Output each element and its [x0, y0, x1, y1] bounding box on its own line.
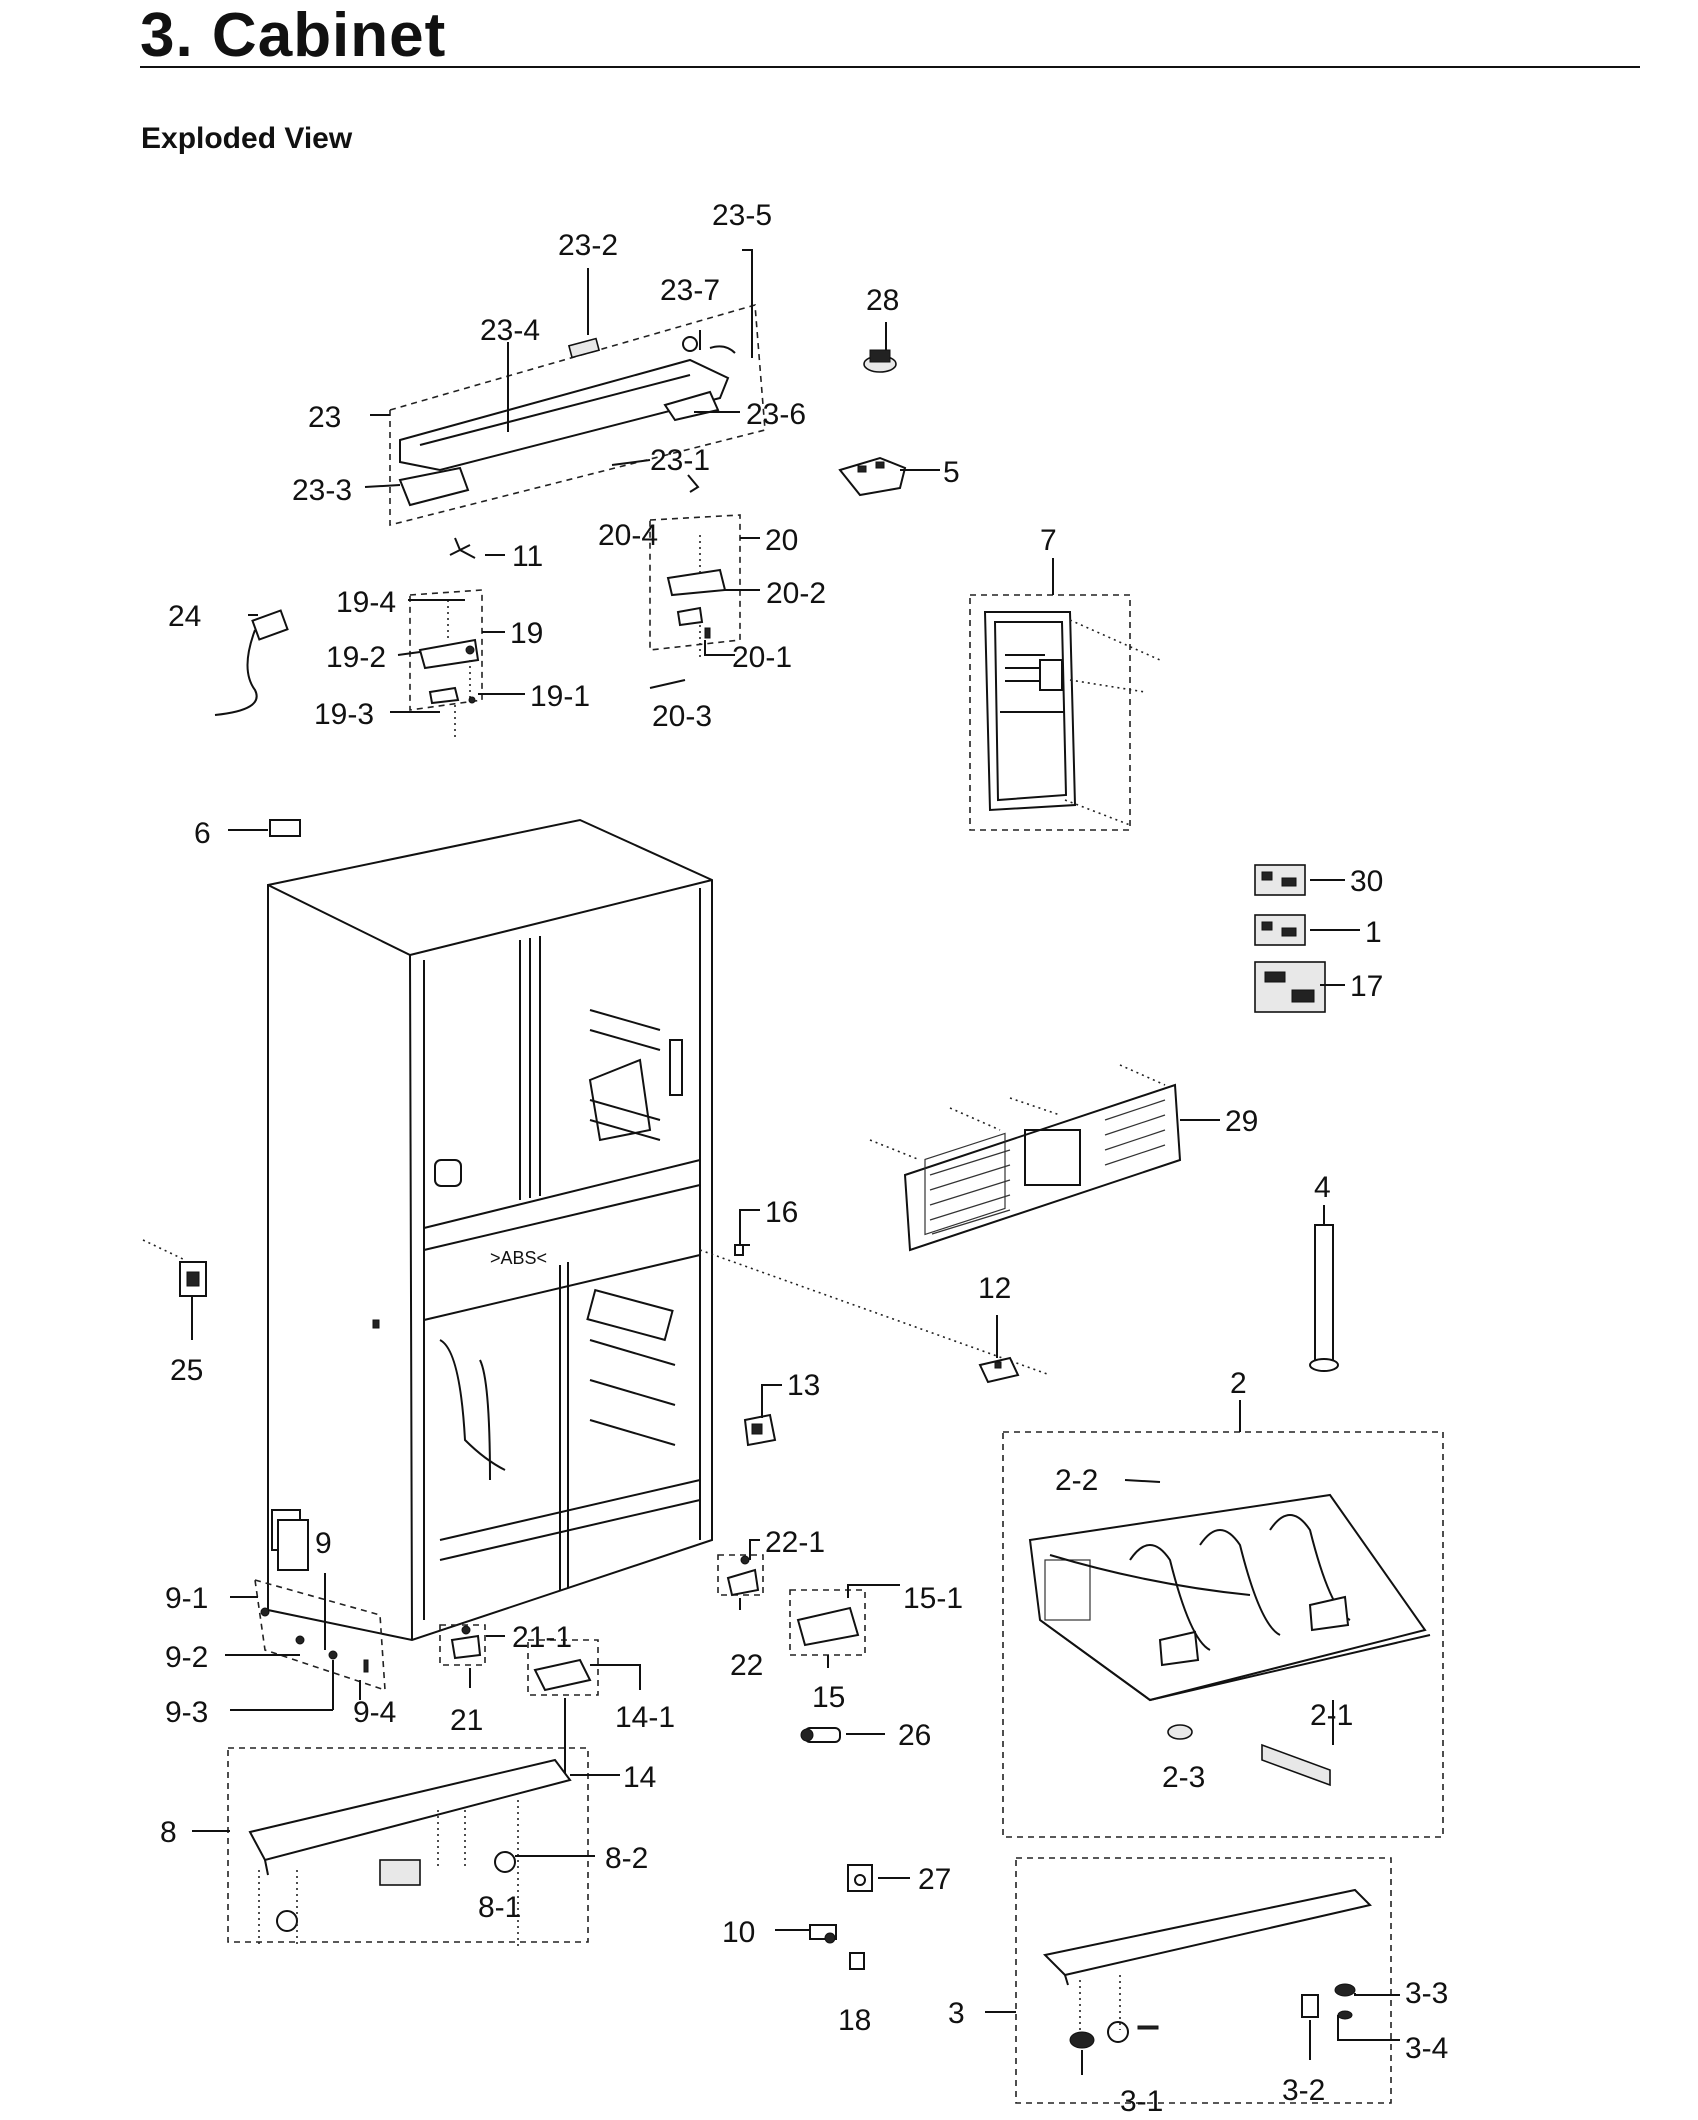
part-27-clamp — [847, 1864, 873, 1892]
section-subtitle: Exploded View — [141, 122, 353, 155]
label-8: 8 — [160, 1816, 177, 1849]
part-13-bracket — [743, 1413, 777, 1447]
label-20: 20 — [765, 524, 798, 557]
label-19-3: 19-3 — [314, 698, 374, 731]
label-2-2: 2-2 — [1055, 1464, 1098, 1497]
group-8-base-plate — [227, 1747, 589, 1950]
bracket-15-group — [789, 1589, 866, 1656]
label-9-2: 9-2 — [165, 1641, 208, 1674]
label-2-3: 2-3 — [1162, 1761, 1205, 1794]
part-25-bracket — [142, 1239, 207, 1340]
label-23-4: 23-4 — [480, 314, 540, 347]
label-23-7: 23-7 — [660, 274, 720, 307]
part-26-valve — [800, 1727, 841, 1743]
label-23-2: 23-2 — [558, 229, 618, 262]
part-11-clip — [449, 537, 476, 559]
part-7-rear-panel — [969, 594, 1161, 831]
label-12: 12 — [978, 1272, 1011, 1305]
bracket-22-group — [717, 1554, 764, 1597]
label-17: 17 — [1350, 970, 1383, 1003]
label-28: 28 — [866, 284, 899, 317]
label-20-2: 20-2 — [766, 577, 826, 610]
label-3-1: 3-1 — [1120, 2085, 1163, 2118]
label-25: 25 — [170, 1354, 203, 1387]
label-9-4: 9-4 — [353, 1696, 396, 1729]
label-16: 16 — [765, 1196, 798, 1229]
label-18: 18 — [838, 2004, 871, 2037]
leader-lines — [192, 249, 1400, 2075]
part-5-bracket — [838, 456, 907, 497]
label-27: 27 — [918, 1863, 951, 1896]
label-9: 9 — [315, 1527, 332, 1560]
part-10-fitting — [809, 1924, 837, 1944]
title-rule — [140, 66, 1640, 68]
label-13: 13 — [787, 1369, 820, 1402]
label-22-1: 22-1 — [765, 1526, 825, 1559]
label-23-1: 23-1 — [650, 444, 710, 477]
label-8-1: 8-1 — [478, 1891, 521, 1924]
label-19-4: 19-4 — [336, 586, 396, 619]
label-26: 26 — [898, 1719, 931, 1752]
label-9-3: 9-3 — [165, 1696, 208, 1729]
label-23-6: 23-6 — [746, 398, 806, 431]
label-24: 24 — [168, 600, 201, 633]
label-11: 11 — [512, 540, 543, 573]
label-7: 7 — [1040, 524, 1057, 557]
label-19-2: 19-2 — [326, 641, 386, 674]
label-14-1: 14-1 — [615, 1701, 675, 1734]
label-5: 5 — [943, 456, 960, 489]
label-4: 4 — [1314, 1171, 1331, 1204]
label-29: 29 — [1225, 1105, 1258, 1138]
label-2-1: 2-1 — [1310, 1699, 1353, 1732]
label-20-1: 20-1 — [732, 641, 792, 674]
label-23-3: 23-3 — [292, 474, 352, 507]
hinge-19-group — [409, 589, 483, 740]
label-14: 14 — [623, 1761, 656, 1794]
label-15: 15 — [812, 1681, 845, 1714]
bracket-21-group — [439, 1624, 486, 1666]
label-23: 23 — [308, 401, 341, 434]
label-3: 3 — [948, 1997, 965, 2030]
cabinet-marking: >ABS< — [490, 1248, 547, 1268]
part-labels: 23-5 23-2 23-7 28 23-4 23 23-6 23-1 5 23… — [160, 199, 1448, 2118]
label-20-4: 20-4 — [598, 519, 658, 552]
label-1: 1 — [1365, 916, 1382, 949]
part-16-screw — [734, 1244, 744, 1256]
label-15-1: 15-1 — [903, 1582, 963, 1615]
label-21: 21 — [450, 1704, 483, 1737]
label-9-1: 9-1 — [165, 1582, 208, 1615]
label-2: 2 — [1230, 1367, 1247, 1400]
label-21-1: 21-1 — [512, 1621, 572, 1654]
part-28-damper — [863, 349, 897, 373]
top-cover-assembly — [389, 303, 766, 527]
label-19: 19 — [510, 617, 543, 650]
part-2-base-assembly — [1002, 1431, 1444, 1838]
pcb-parts — [1254, 864, 1326, 1013]
label-30: 30 — [1350, 865, 1383, 898]
part-6-clip — [269, 819, 301, 837]
group-3-frame — [1015, 1857, 1392, 2104]
part-24-power-cord — [214, 609, 289, 716]
label-10: 10 — [722, 1916, 755, 1949]
hinge-20-group — [649, 514, 741, 660]
main-cabinet: >ABS< — [267, 818, 1051, 1642]
part-18-plug — [849, 1952, 865, 1970]
label-3-3: 3-3 — [1405, 1977, 1448, 2010]
label-20-3: 20-3 — [652, 700, 712, 733]
label-6: 6 — [194, 817, 211, 850]
part-4-tube — [1309, 1224, 1339, 1372]
label-19-1: 19-1 — [530, 680, 590, 713]
label-23-5: 23-5 — [712, 199, 772, 232]
label-3-4: 3-4 — [1405, 2032, 1448, 2065]
group-9-cover — [254, 1519, 386, 1692]
label-8-2: 8-2 — [605, 1842, 648, 1875]
label-22: 22 — [730, 1649, 763, 1682]
bracket-14-group — [527, 1639, 599, 1775]
label-3-2: 3-2 — [1282, 2074, 1325, 2107]
page-title: 3. Cabinet — [140, 1, 447, 70]
part-29-rear-grille — [869, 1064, 1182, 1252]
part-12-bracket — [978, 1356, 1020, 1384]
